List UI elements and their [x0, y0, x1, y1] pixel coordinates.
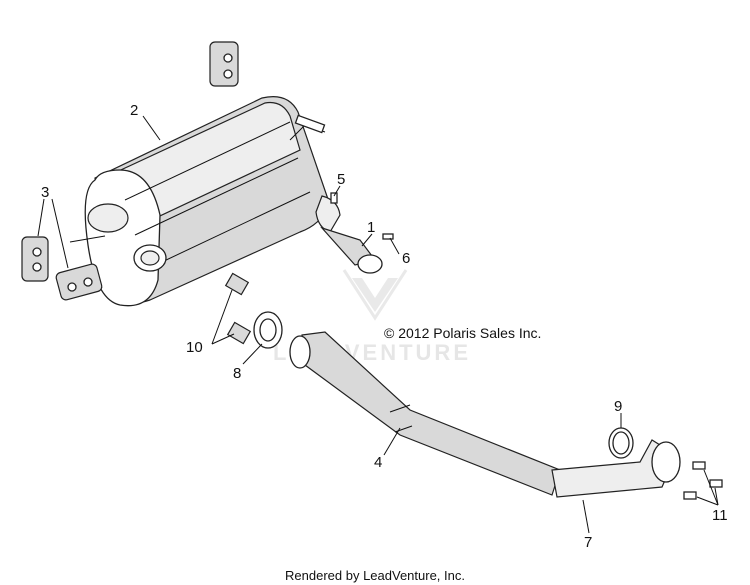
isolator-mount-top — [209, 41, 239, 87]
stud-10 — [224, 272, 252, 345]
footer-text: Rendered by LeadVenture, Inc. — [285, 568, 465, 583]
callout-1: 1 — [367, 219, 375, 236]
isolator-mount-left — [21, 236, 49, 282]
bolts-11 — [683, 461, 723, 500]
isolator-mount-lower — [55, 263, 103, 301]
ring-9 — [608, 427, 634, 459]
bend-pipe-7 — [551, 439, 681, 498]
leader-lines — [37, 115, 719, 534]
callout-5: 5 — [337, 171, 345, 188]
screw-6 — [382, 233, 394, 240]
callout-labels: 1 2 3 4 5 6 7 8 9 10 11 — [41, 102, 728, 551]
callout-7: 7 — [584, 534, 592, 551]
copyright-text: © 2012 Polaris Sales Inc. — [384, 325, 541, 341]
callout-8: 8 — [233, 365, 241, 382]
spark-arrestor-tip — [315, 195, 383, 274]
callout-6: 6 — [402, 250, 410, 267]
callout-10: 10 — [186, 339, 203, 356]
screw-5 — [330, 192, 338, 204]
muffler-part — [69, 96, 331, 307]
callout-4: 4 — [374, 454, 382, 471]
gasket-8 — [253, 311, 283, 349]
callout-9: 9 — [614, 398, 622, 415]
callout-11: 11 — [712, 507, 728, 524]
callout-2: 2 — [130, 102, 138, 119]
callout-3: 3 — [41, 184, 49, 201]
